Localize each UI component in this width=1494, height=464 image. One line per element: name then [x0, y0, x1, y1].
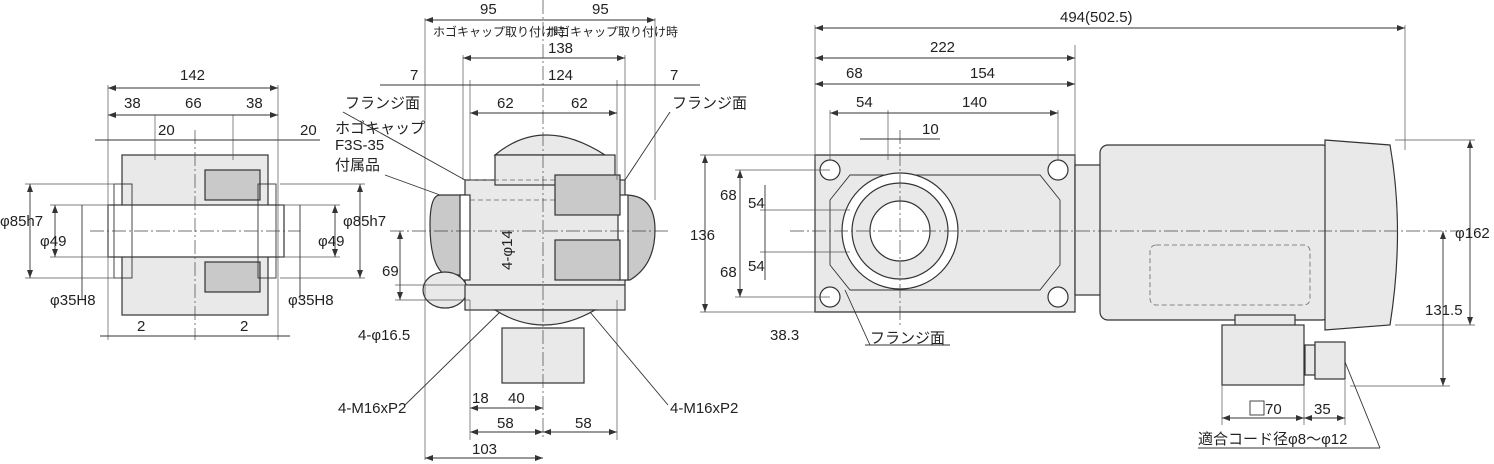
- dim-95-right: 95: [592, 1, 609, 18]
- left-view: 142 38 66 38 20 20 2 2 φ85h7 φ49 φ35H8 φ…: [0, 67, 386, 340]
- dim-62-left: 62: [497, 95, 514, 112]
- dim-69: 69: [382, 263, 399, 280]
- label-4-phi14: 4-φ14: [499, 230, 516, 270]
- dim-18: 18: [472, 390, 489, 407]
- dim-138: 138: [548, 40, 573, 57]
- dim-20-left: 20: [158, 122, 175, 139]
- dim-103: 103: [472, 441, 497, 458]
- label-phi35-right: φ35H8: [288, 292, 334, 309]
- dim-70: 70: [1265, 401, 1282, 418]
- label-flange-right: フランジ面: [672, 95, 747, 112]
- dim-20-right: 20: [300, 122, 317, 139]
- dim-35: 35: [1314, 401, 1331, 418]
- square-symbol-icon: [1249, 400, 1265, 416]
- dim-38-right: 38: [246, 95, 263, 112]
- dim-95-left: 95: [480, 1, 497, 18]
- label-phi85-left: φ85h7: [0, 213, 43, 230]
- label-phi49-right: φ49: [318, 233, 344, 250]
- label-flange-left: フランジ面: [345, 95, 420, 112]
- dim-58-left: 58: [497, 415, 514, 432]
- dim-142: 142: [180, 67, 205, 84]
- dim-68-upper: 68: [720, 187, 737, 204]
- dim-54-top: 54: [856, 94, 873, 111]
- label-phi85-right: φ85h7: [343, 213, 386, 230]
- dim-131-5: 131.5: [1425, 302, 1463, 319]
- motor-terminal-box: [1221, 324, 1305, 386]
- label-cap-3: 付属品: [335, 157, 380, 174]
- dim-58-right: 58: [575, 415, 592, 432]
- dim-10: 10: [922, 121, 939, 138]
- label-phi35-left: φ35H8: [50, 292, 96, 309]
- dim-222: 222: [930, 39, 955, 56]
- dim-54-lower: 54: [748, 258, 765, 275]
- front-view: 95 95 ホゴキャップ取り付け時 ホゴキャップ取り付け時 138 7 124 …: [335, 0, 747, 461]
- dim-54-upper: 54: [748, 195, 765, 212]
- dim-124: 124: [548, 67, 573, 84]
- dim-68-top: 68: [846, 65, 863, 82]
- dim-38-left: 38: [124, 95, 141, 112]
- dim-154: 154: [970, 65, 995, 82]
- dim-7-left: 7: [410, 67, 418, 84]
- label-cap-2: F3S-35: [335, 137, 384, 154]
- motor-fan-cover: [1324, 139, 1399, 331]
- dim-38-3: 38.3: [770, 327, 799, 344]
- side-view: 494(502.5) 222 68 154 54 140 10 136 68 6…: [690, 9, 1490, 449]
- dim-7-right: 7: [670, 67, 678, 84]
- dim-68-lower: 68: [720, 264, 737, 281]
- label-tap-right: 4-M16xP2: [670, 400, 738, 417]
- dim-140: 140: [962, 94, 987, 111]
- dim-2-right: 2: [240, 318, 248, 335]
- gear-top: [493, 134, 608, 156]
- cap-note-right: ホゴキャップ取り付け時: [546, 24, 678, 39]
- label-cap-1: ホゴキャップ: [335, 119, 425, 137]
- dim-40: 40: [508, 390, 525, 407]
- label-phi49-left: φ49: [40, 233, 66, 250]
- dim-62-right: 62: [571, 95, 588, 112]
- gear-lower: [464, 284, 626, 311]
- cap-right: [624, 194, 656, 281]
- cap-note-left: ホゴキャップ取り付け時: [433, 24, 565, 39]
- label-flange-side: フランジ面: [870, 330, 945, 347]
- label-4-phi16-5: 4-φ16.5: [358, 327, 410, 344]
- motor-body: [1099, 144, 1331, 321]
- label-tap-left: 4-M16xP2: [338, 400, 406, 417]
- dim-phi162: φ162: [1455, 225, 1490, 242]
- dim-494: 494(502.5): [1060, 9, 1133, 26]
- dim-66: 66: [185, 95, 202, 112]
- dim-2-left: 2: [137, 318, 145, 335]
- label-cord-diameter: 適合コード径φ8〜φ12: [1198, 430, 1347, 448]
- dim-136: 136: [690, 227, 715, 244]
